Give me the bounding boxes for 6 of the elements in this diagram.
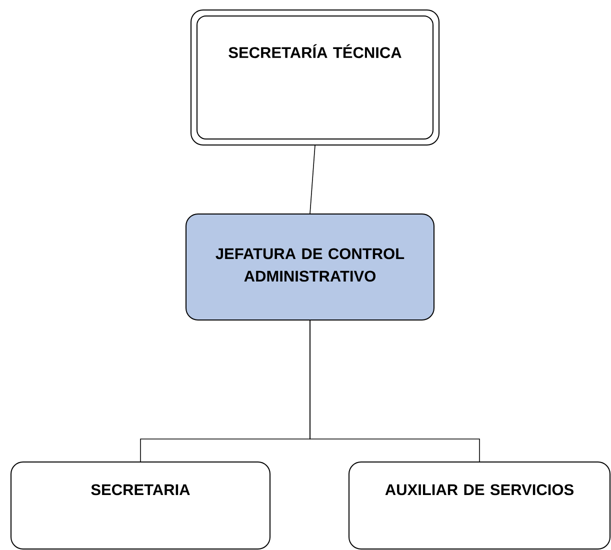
org-box: SECRETARÍA TÉCNICA (190, 10, 440, 146)
org-box: AUXILIAR DE SERVICIOS (348, 462, 610, 550)
connector-line (310, 320, 480, 462)
org-box: JEFATURA DE CONTROL ADMINISTRATIVO (186, 214, 434, 320)
connector-line (310, 145, 316, 214)
org-box: SECRETARIA (10, 462, 270, 550)
